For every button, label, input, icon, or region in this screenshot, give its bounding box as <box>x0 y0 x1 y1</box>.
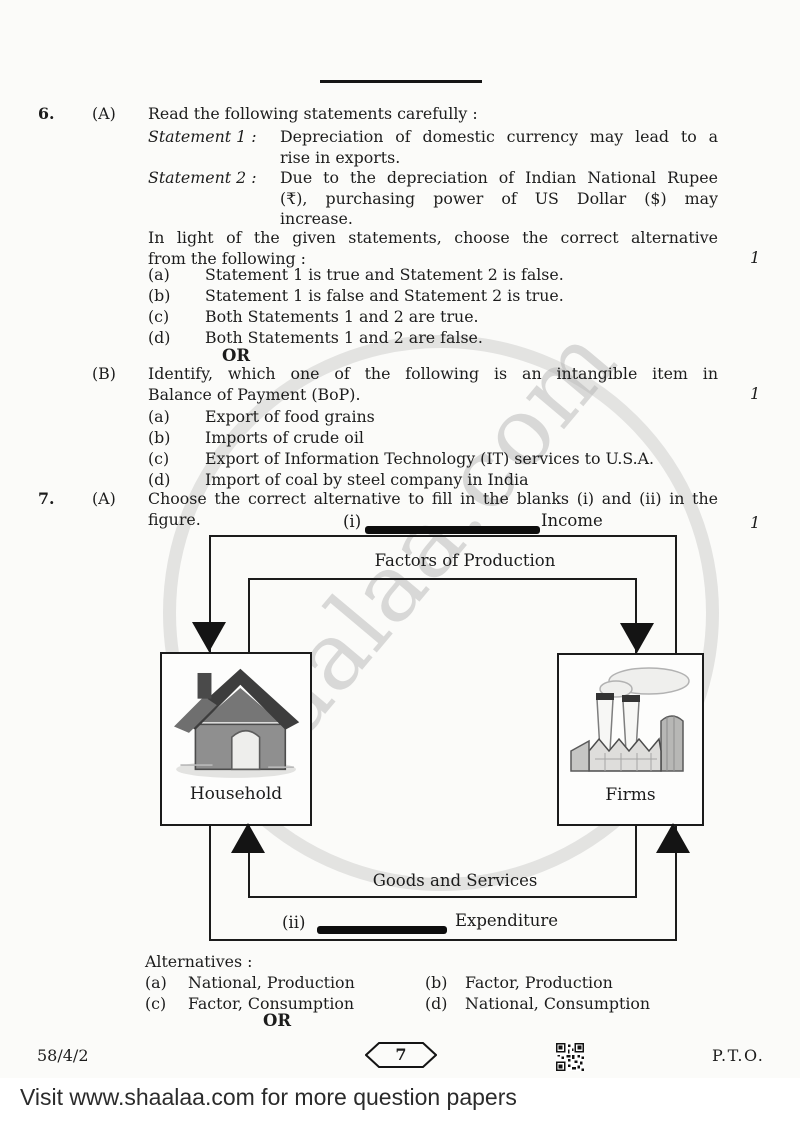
arrow-down-into-household-icon <box>192 622 226 652</box>
option-text: Statement 1 is false and Statement 2 is … <box>205 286 564 305</box>
q6a-intro: Read the following statements carefully … <box>148 104 478 123</box>
option-letter: (d) <box>425 994 448 1013</box>
option-row: (c) Export of Information Technology (IT… <box>148 449 718 470</box>
household-box: Household <box>160 652 312 826</box>
option-row: (b) Imports of crude oil <box>148 428 718 449</box>
option-text: National, Production <box>188 973 355 992</box>
q6-number: 6. <box>38 104 55 123</box>
q7a-part-label: (A) <box>92 489 116 508</box>
page-number-badge: 7 <box>364 1042 438 1068</box>
firms-box: Firms <box>557 653 704 826</box>
option-letter: (a) <box>148 265 170 284</box>
statement-1-label: Statement 1 : <box>148 127 257 146</box>
q6a-part-label: (A) <box>92 104 116 123</box>
q7-or-label: OR <box>263 1011 292 1030</box>
house-icon <box>174 668 300 778</box>
figure-income-label: Income <box>541 511 603 530</box>
statement-row: Statement 2 : Due to the depreciation of… <box>148 168 718 230</box>
option-letter: (d) <box>148 328 171 347</box>
figure-blank-i-bar <box>365 526 540 534</box>
q7a-block: Choose the correct alternative to fill i… <box>148 489 718 530</box>
statement-row: Statement 1 : Depreciation of domestic c… <box>148 127 718 168</box>
alternatives-heading: Alternatives : <box>145 952 253 971</box>
statement-2-label: Statement 2 : <box>148 168 257 187</box>
option-letter: (c) <box>145 994 167 1013</box>
q6a-instruction: In light of the given statements, choose… <box>148 228 718 268</box>
shaalaa-banner: Visit www.shaalaa.com for more question … <box>0 1078 800 1131</box>
q6b-block: Identify, which one of the following is … <box>148 364 718 489</box>
option-row: (a) Export of food grains <box>148 407 718 428</box>
option-letter: (a) <box>145 973 167 992</box>
q7-alternatives-block: Alternatives : (a) National, Production … <box>145 952 705 1013</box>
household-label: Household <box>189 784 283 804</box>
q7a-marks: 1 <box>750 513 761 532</box>
option-letter: (b) <box>425 973 448 992</box>
q6b-marks: 1 <box>750 384 761 403</box>
option-row: (d) Both Statements 1 and 2 are false. <box>148 328 718 349</box>
banner-text: Visit www.shaalaa.com for more question … <box>20 1084 517 1110</box>
q6b-part-label: (B) <box>92 364 116 383</box>
option-text: Statement 1 is true and Statement 2 is f… <box>205 265 564 284</box>
arrow-down-into-firms-icon <box>620 623 654 653</box>
q6b-options: (a) Export of food grains (b) Imports of… <box>148 407 718 491</box>
option-letter: (c) <box>148 449 170 468</box>
option-text: Export of food grains <box>205 407 375 426</box>
option-row: (b) Statement 1 is false and Statement 2… <box>148 286 718 307</box>
qr-code-icon <box>556 1043 584 1071</box>
factory-icon <box>570 667 690 772</box>
arrow-up-into-firms-icon <box>656 823 690 853</box>
hexagon-icon <box>364 1042 438 1068</box>
option-row: (d) Import of coal by steel company in I… <box>148 470 718 491</box>
q6b-line2: Balance of Payment (BoP). <box>148 384 361 404</box>
option-text: Factor, Consumption <box>188 994 355 1013</box>
figure-blank-ii-bar <box>317 926 447 934</box>
option-letter: (a) <box>148 407 170 426</box>
statement-1-text: Depreciation of domestic currency may le… <box>280 127 718 167</box>
option-text: Factor, Production <box>465 973 613 992</box>
figure-factors-label: Factors of Production <box>374 551 556 570</box>
figure-blank-ii-label: (ii) <box>282 913 306 932</box>
page-number: 7 <box>395 1045 407 1064</box>
alternatives-row: (a) National, Production (b) Factor, Pro… <box>145 973 705 994</box>
q6a-statements: Statement 1 : Depreciation of domestic c… <box>148 127 718 230</box>
top-divider-line <box>320 80 482 83</box>
q6a-options: (a) Statement 1 is true and Statement 2 … <box>148 265 718 349</box>
q7a-line2: figure. <box>148 509 201 529</box>
q6b-line1: Identify, which one of the following is … <box>148 364 718 383</box>
option-text: Import of coal by steel company in India <box>205 470 529 489</box>
option-text: Export of Information Technology (IT) se… <box>205 449 655 468</box>
option-row: (a) Statement 1 is true and Statement 2 … <box>148 265 718 286</box>
figure-blank-i-label: (i) <box>343 512 362 531</box>
q7-number: 7. <box>38 489 55 508</box>
option-row: (c) Both Statements 1 and 2 are true. <box>148 307 718 328</box>
figure-goods-label: Goods and Services <box>372 871 538 890</box>
q6-or-label: OR <box>222 346 251 365</box>
option-letter: (b) <box>148 286 171 305</box>
alternatives-row: (c) Factor, Consumption (d) National, Co… <box>145 994 705 1015</box>
option-text: Both Statements 1 and 2 are false. <box>205 328 483 347</box>
figure-expenditure-label: Expenditure <box>455 911 559 930</box>
option-letter: (c) <box>148 307 170 326</box>
doc-code: 58/4/2 <box>37 1046 89 1065</box>
arrow-up-into-household-icon <box>231 823 265 853</box>
q6a-marks: 1 <box>750 248 761 267</box>
firms-label: Firms <box>605 785 656 805</box>
q7a-line1: Choose the correct alternative to fill i… <box>148 489 718 508</box>
statement-2-text: Due to the depreciation of Indian Nation… <box>280 168 718 228</box>
option-text: Imports of crude oil <box>205 428 364 447</box>
option-letter: (d) <box>148 470 171 489</box>
pto-label: P.T.O. <box>712 1046 765 1065</box>
option-letter: (b) <box>148 428 171 447</box>
option-text: National, Consumption <box>465 994 651 1013</box>
option-text: Both Statements 1 and 2 are true. <box>205 307 479 326</box>
